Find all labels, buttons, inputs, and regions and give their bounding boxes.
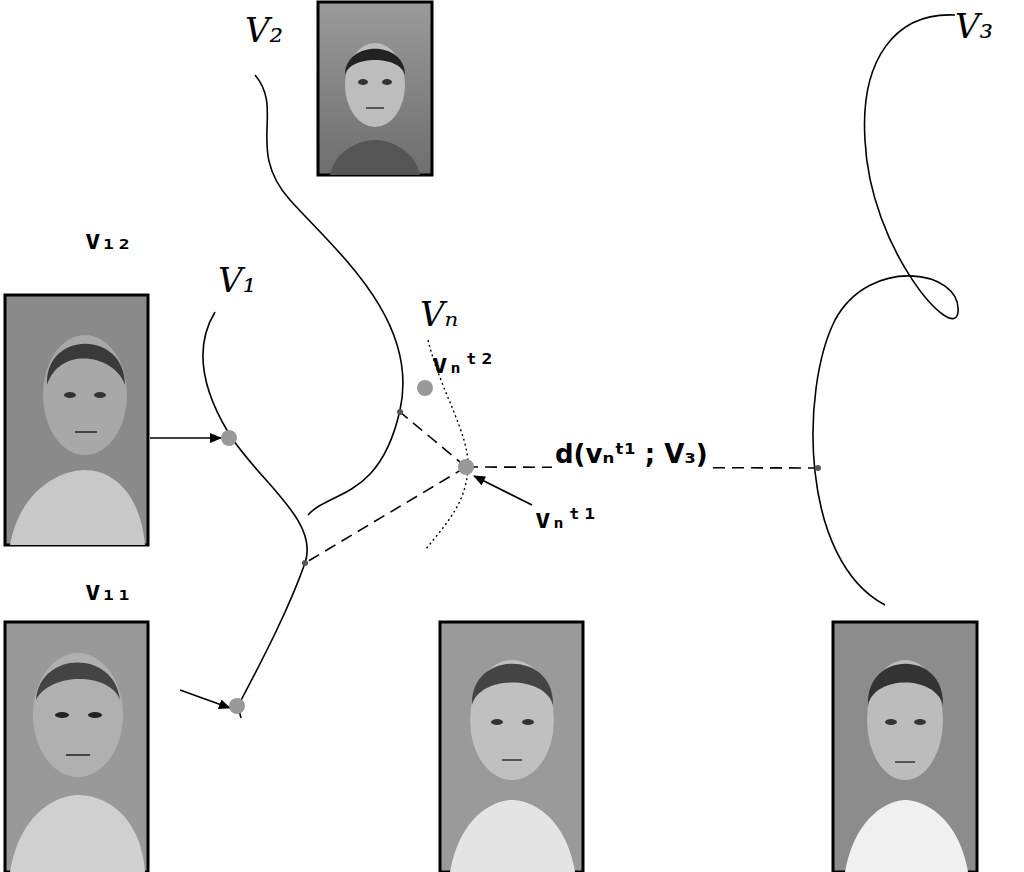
face-photo — [5, 295, 148, 545]
face-photo — [833, 622, 977, 872]
leader-arrow — [150, 437, 221, 439]
manifold-curve — [203, 312, 307, 718]
manifold-curve — [813, 15, 958, 605]
vector-label: v₁₁ — [85, 577, 132, 606]
face-photo — [5, 622, 148, 872]
sample-point — [229, 698, 245, 714]
distance-label: d(vₙᵗ¹ ; V₃) — [552, 440, 711, 469]
nearest-point — [397, 409, 403, 415]
vector-label: v₁₂ — [85, 226, 132, 255]
vector-label: vₙᵗ¹ — [535, 505, 598, 534]
face-photo — [440, 622, 583, 872]
distance-line — [305, 412, 818, 563]
leader-arrow — [474, 476, 532, 505]
nearest-point — [302, 560, 308, 566]
leader-arrow — [180, 690, 230, 708]
face-photo — [318, 2, 432, 175]
curve-name: Vₙ — [420, 296, 458, 333]
curve-name: V₃ — [955, 8, 993, 45]
vector-label: vₙᵗ² — [432, 350, 495, 379]
nearest-point — [815, 465, 821, 471]
sample-point — [458, 459, 474, 475]
sample-point — [417, 380, 433, 396]
curve-name: V₁ — [218, 262, 256, 299]
curve-name: V₂ — [245, 12, 283, 49]
sample-point — [221, 430, 237, 446]
